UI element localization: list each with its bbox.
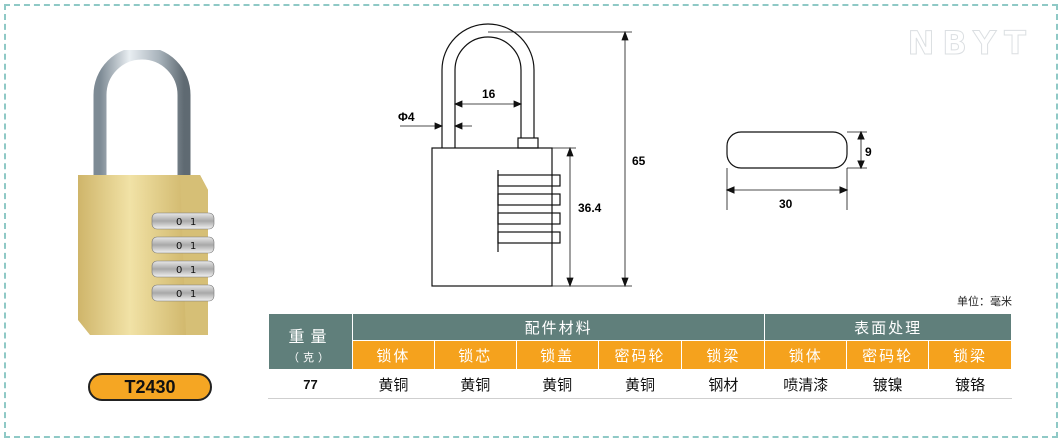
table-cell: 黄铜 — [351, 369, 435, 399]
dim-thickness: 9 — [865, 145, 872, 159]
table-cell: 钢材 — [681, 369, 766, 399]
surface-header: 表面处理 — [764, 313, 1012, 341]
dim-body-height: 36.4 — [578, 201, 602, 215]
weight-header: 重量 — [288, 326, 333, 346]
col-header: 锁芯 — [433, 340, 517, 370]
spec-table: 重量 （克） 配件材料 表面处理 锁体 锁芯 锁盖 密码轮 锁梁 锁体 密码轮 … — [268, 313, 1012, 399]
col-header: 密码轮 — [597, 340, 683, 370]
dim-shackle-diameter: Φ4 — [398, 110, 415, 124]
dim-body-width: 30 — [779, 197, 793, 211]
svg-text:1: 1 — [190, 241, 196, 252]
svg-text:0: 0 — [176, 217, 182, 228]
table-cell: 黄铜 — [597, 369, 683, 399]
col-header: 锁体 — [764, 340, 848, 370]
col-header: 锁体 — [351, 340, 435, 370]
svg-text:0: 0 — [176, 241, 182, 252]
svg-text:0: 0 — [176, 289, 182, 300]
dim-shackle-width: 16 — [482, 87, 496, 101]
col-header: 锁盖 — [515, 340, 599, 370]
table-cell: 镀铬 — [928, 369, 1012, 399]
svg-text:0: 0 — [176, 265, 182, 276]
weight-header-cell: 重量 （克） — [268, 313, 353, 370]
svg-text:1: 1 — [190, 289, 196, 300]
table-row: 77 黄铜 黄铜 黄铜 黄铜 钢材 喷清漆 镀镍 镀铬 — [268, 369, 1012, 399]
table-cell: 黄铜 — [433, 369, 517, 399]
parts-header: 配件材料 — [351, 313, 766, 341]
col-header: 锁梁 — [681, 340, 766, 370]
page-frame — [4, 4, 1058, 438]
table-cell: 黄铜 — [515, 369, 599, 399]
front-view-drawing: 16 Φ4 36.4 65 — [398, 23, 646, 288]
col-header: 锁梁 — [928, 340, 1012, 370]
model-badge: T2430 — [88, 373, 212, 401]
brand-watermark: NBYT — [907, 24, 1034, 63]
svg-text:1: 1 — [190, 265, 196, 276]
weight-value: 77 — [268, 369, 353, 399]
table-cell: 喷清漆 — [764, 369, 848, 399]
unit-label: 单位：毫米 — [957, 295, 1012, 308]
table-cell: 镀镍 — [846, 369, 930, 399]
dim-total-height: 65 — [632, 154, 646, 168]
col-header: 密码轮 — [846, 340, 930, 370]
top-view-drawing: 9 30 — [725, 130, 872, 211]
svg-text:1: 1 — [190, 217, 196, 228]
weight-unit: （克） — [287, 350, 333, 364]
